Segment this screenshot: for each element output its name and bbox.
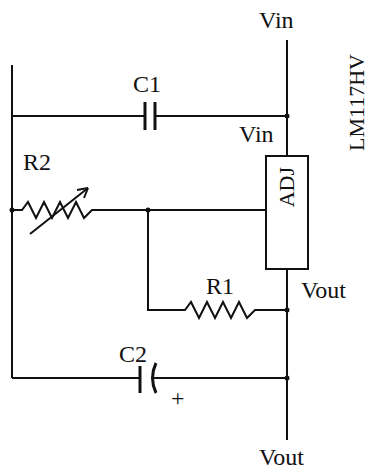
pin-label: Vout: [300, 278, 347, 302]
arrow-head: [77, 188, 88, 198]
part-number: LM117HV: [345, 54, 369, 151]
pin-name: ADJ: [275, 167, 299, 207]
pin-label: Vin: [258, 8, 295, 32]
c2-wire: [12, 377, 287, 379]
capacitor-symbol: [145, 102, 155, 130]
polarity-mark: +: [170, 386, 186, 410]
part-name: R1: [205, 274, 235, 298]
part-name: C2: [118, 342, 148, 366]
pin-label: Vout: [258, 445, 305, 469]
part-name: R2: [22, 150, 52, 174]
junction-dot: [146, 208, 151, 213]
pin-label: Vin: [238, 122, 275, 146]
capacitor-symbol: [139, 363, 142, 393]
part-name: C1: [132, 72, 162, 96]
c1-wire: [12, 115, 287, 117]
wiper-arrow: [30, 188, 88, 234]
vout-rail: [286, 270, 288, 440]
vin-rail: [286, 40, 288, 155]
ground-rail: [11, 65, 13, 378]
electrolytic-plate: [153, 363, 157, 393]
resistor-symbol: [12, 202, 265, 218]
regulator-ic: ADJLM117HV: [265, 155, 309, 270]
junction-dot: [285, 114, 290, 119]
junction-dot: [10, 208, 15, 213]
junction-dot: [285, 308, 290, 313]
junction-dot: [285, 376, 290, 381]
